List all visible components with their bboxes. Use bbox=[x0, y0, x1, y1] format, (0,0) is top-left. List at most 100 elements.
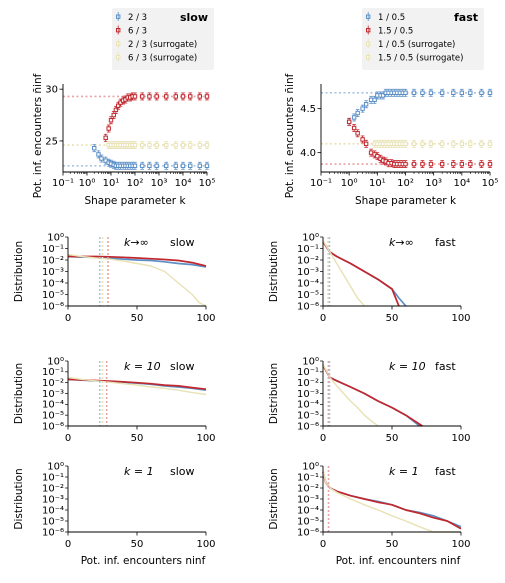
data-point bbox=[363, 102, 369, 107]
data-point bbox=[103, 135, 108, 141]
data-point bbox=[92, 145, 97, 151]
y-tick-label: 10⁻⁵ bbox=[42, 516, 64, 527]
y-tick-label: 4.0 bbox=[300, 148, 316, 159]
x-tick-label: 10⁰ bbox=[341, 178, 358, 189]
data-point bbox=[132, 163, 138, 168]
x-tick-label: 0 bbox=[320, 539, 326, 550]
data-point bbox=[108, 118, 114, 123]
y-tick-label: 10⁻² bbox=[297, 255, 319, 266]
data-point bbox=[140, 142, 145, 148]
legend-entry: 6 / 3 (surrogate) bbox=[128, 54, 197, 64]
legend-entry: 1 / 0.5 (surrogate) bbox=[378, 40, 455, 50]
y-tick-label: 10⁻¹ bbox=[297, 244, 319, 255]
data-point bbox=[479, 161, 484, 167]
y-tick-label: 10⁻⁵ bbox=[297, 516, 319, 527]
y-tick-label: 10⁻³ bbox=[297, 494, 319, 505]
data-point bbox=[180, 94, 186, 99]
x-tick-label: 10⁻¹ bbox=[310, 178, 332, 189]
x-tick-label: 10⁴ bbox=[453, 178, 470, 189]
y-tick-label: 10⁻³ bbox=[42, 494, 64, 505]
data-point bbox=[355, 110, 360, 116]
x-tick-label: 0 bbox=[320, 313, 326, 324]
data-point bbox=[154, 142, 159, 148]
k-label: k = 10 bbox=[124, 360, 161, 373]
speed-label: fast bbox=[435, 465, 456, 478]
x-tick-label: 50 bbox=[386, 313, 399, 324]
y-tick-label: 10⁻⁶ bbox=[297, 421, 319, 432]
data-point bbox=[147, 163, 152, 168]
x-tick-label: 10⁴ bbox=[175, 178, 192, 189]
data-point bbox=[355, 131, 360, 136]
k-label: k = 10 bbox=[389, 360, 426, 373]
y-tick-label: 10⁻² bbox=[297, 483, 319, 494]
y-axis-label: Pot. inf. encounters n̄inf bbox=[284, 73, 296, 198]
y-tick-label: 10⁻⁴ bbox=[297, 278, 319, 289]
series-line bbox=[322, 241, 407, 307]
data-point bbox=[487, 90, 493, 95]
y-tick-label: 10⁻² bbox=[42, 255, 64, 266]
data-point bbox=[368, 150, 374, 155]
data-point bbox=[197, 142, 202, 148]
data-point bbox=[439, 161, 445, 167]
y-tick-label: 10⁻³ bbox=[297, 267, 319, 278]
y-tick-label: 30 bbox=[45, 85, 58, 96]
y-axis-label: Distribution bbox=[268, 363, 280, 424]
legend-title: slow bbox=[180, 11, 208, 24]
data-point bbox=[380, 93, 386, 98]
data-point bbox=[197, 94, 202, 99]
data-point bbox=[439, 90, 445, 95]
data-point bbox=[111, 112, 116, 118]
x-tick-label: 10⁵ bbox=[482, 178, 499, 189]
data-point bbox=[479, 141, 484, 147]
data-point bbox=[420, 141, 425, 147]
data-point bbox=[411, 161, 417, 167]
y-tick-label: 10⁻⁶ bbox=[297, 301, 319, 312]
y-tick-label: 10⁻⁶ bbox=[42, 421, 64, 432]
data-point bbox=[188, 163, 193, 168]
data-point bbox=[403, 161, 408, 167]
k-label: k→∞ bbox=[124, 236, 149, 249]
y-axis-label: Distribution bbox=[268, 241, 280, 302]
data-point bbox=[147, 142, 152, 148]
data-point bbox=[459, 141, 465, 147]
data-point bbox=[154, 94, 159, 99]
y-tick-label: 10⁰ bbox=[47, 356, 64, 367]
data-point bbox=[188, 94, 193, 99]
legend-entry: 1.5 / 0.5 bbox=[378, 27, 413, 37]
x-axis-label: Shape parameter k bbox=[355, 195, 457, 207]
x-tick-label: 100 bbox=[196, 433, 215, 444]
data-point bbox=[113, 107, 119, 113]
k-label: k = 1 bbox=[124, 465, 154, 478]
data-point bbox=[360, 106, 365, 111]
data-point bbox=[154, 163, 159, 168]
y-tick-label: 4.5 bbox=[300, 104, 316, 115]
data-point bbox=[451, 90, 456, 95]
data-point bbox=[180, 142, 186, 148]
data-point bbox=[132, 94, 138, 99]
x-tick-label: 10⁰ bbox=[79, 178, 96, 189]
legend-entry: 1.5 / 0.5 (surrogate) bbox=[378, 54, 463, 64]
legend-entry: 1 / 0.5 bbox=[378, 13, 405, 23]
x-tick-label: 10² bbox=[127, 178, 144, 189]
data-point bbox=[403, 141, 408, 147]
data-point bbox=[459, 90, 465, 95]
data-point bbox=[411, 141, 417, 147]
x-tick-label: 10³ bbox=[425, 178, 442, 189]
speed-label: fast bbox=[435, 360, 456, 373]
data-point bbox=[346, 119, 352, 125]
data-point bbox=[140, 94, 145, 99]
legend-box bbox=[362, 8, 484, 70]
x-tick-label: 50 bbox=[131, 539, 144, 550]
x-tick-label: 50 bbox=[131, 433, 144, 444]
data-point bbox=[96, 152, 101, 157]
y-tick-label: 10⁻⁶ bbox=[42, 301, 64, 312]
y-tick-label: 10⁰ bbox=[302, 232, 319, 243]
series-line bbox=[322, 471, 462, 530]
